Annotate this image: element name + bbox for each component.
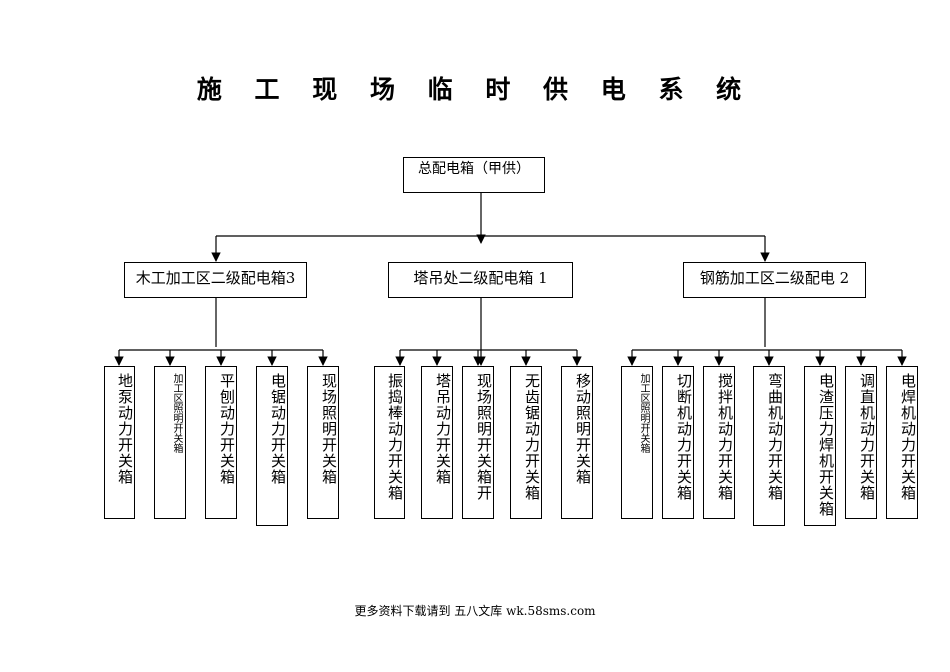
switch-box-label: 振捣棒动力开关箱 <box>386 373 404 501</box>
switch-box-processing-lighting: 加工区照明开关箱 <box>621 366 653 519</box>
switch-box-ground-pump: 地泵动力开关箱 <box>104 366 135 519</box>
switch-box-label: 加工区照明开关箱 <box>638 373 649 453</box>
switch-box-processing-lighting: 加工区照明开关箱 <box>154 366 186 519</box>
switch-box-label: 切断机动力开关箱 <box>675 373 693 501</box>
main-distribution-box-label: 总配电箱（甲供） <box>418 161 530 177</box>
secondary-box-label: 木工加工区二级配电箱3 <box>135 269 296 287</box>
switch-box-toothless-saw: 无齿锯动力开关箱 <box>510 366 542 519</box>
secondary-box-rebar: 钢筋加工区二级配电 2 <box>683 262 866 298</box>
switch-box-mobile-lighting: 移动照明开关箱 <box>561 366 593 519</box>
switch-box-site-lighting: 现场照明开关箱开 <box>462 366 494 519</box>
switch-box-label: 移动照明开关箱 <box>574 373 592 485</box>
switch-box-saw: 电锯动力开关箱 <box>256 366 288 526</box>
secondary-box-label: 塔吊处二级配电箱 1 <box>413 269 548 287</box>
switch-box-label: 调直机动力开关箱 <box>858 373 876 501</box>
main-distribution-box: 总配电箱（甲供） <box>403 157 545 193</box>
switch-box-label: 搅拌机动力开关箱 <box>716 373 734 501</box>
switch-box-planer: 平刨动力开关箱 <box>205 366 237 519</box>
switch-box-site-lighting: 现场照明开关箱 <box>307 366 339 519</box>
switch-box-label: 电焊机动力开关箱 <box>899 373 917 501</box>
switch-box-label: 弯曲机动力开关箱 <box>766 373 784 501</box>
switch-box-label: 电渣压力焊机开关箱 <box>817 373 835 517</box>
switch-box-tower-crane: 塔吊动力开关箱 <box>421 366 453 519</box>
secondary-box-label: 钢筋加工区二级配电 2 <box>699 269 850 287</box>
switch-box-label: 现场照明开关箱 <box>320 373 338 485</box>
switch-box-label: 加工区照明开关箱 <box>171 373 182 453</box>
footer-text: 更多资料下载请到 五八文库 wk.58sms.com <box>354 604 596 618</box>
switch-box-label: 现场照明开关箱开 <box>475 373 493 501</box>
switch-box-mixer: 搅拌机动力开关箱 <box>703 366 735 519</box>
switch-box-straightener: 调直机动力开关箱 <box>845 366 877 519</box>
switch-box-cutter: 切断机动力开关箱 <box>662 366 694 519</box>
switch-box-label: 塔吊动力开关箱 <box>434 373 452 485</box>
switch-box-welder: 电焊机动力开关箱 <box>886 366 918 519</box>
switch-box-label: 平刨动力开关箱 <box>218 373 236 485</box>
secondary-box-woodworking: 木工加工区二级配电箱3 <box>124 262 307 298</box>
secondary-box-tower-crane: 塔吊处二级配电箱 1 <box>388 262 573 298</box>
switch-box-vibrator: 振捣棒动力开关箱 <box>374 366 405 519</box>
switch-box-label: 无齿锯动力开关箱 <box>523 373 541 501</box>
page-title: 施 工 现 场 临 时 供 电 系 统 <box>196 75 754 104</box>
switch-box-bender: 弯曲机动力开关箱 <box>753 366 785 526</box>
switch-box-label: 电锯动力开关箱 <box>269 373 287 485</box>
switch-box-label: 地泵动力开关箱 <box>116 373 134 485</box>
switch-box-electroslag-welder: 电渣压力焊机开关箱 <box>804 366 836 526</box>
